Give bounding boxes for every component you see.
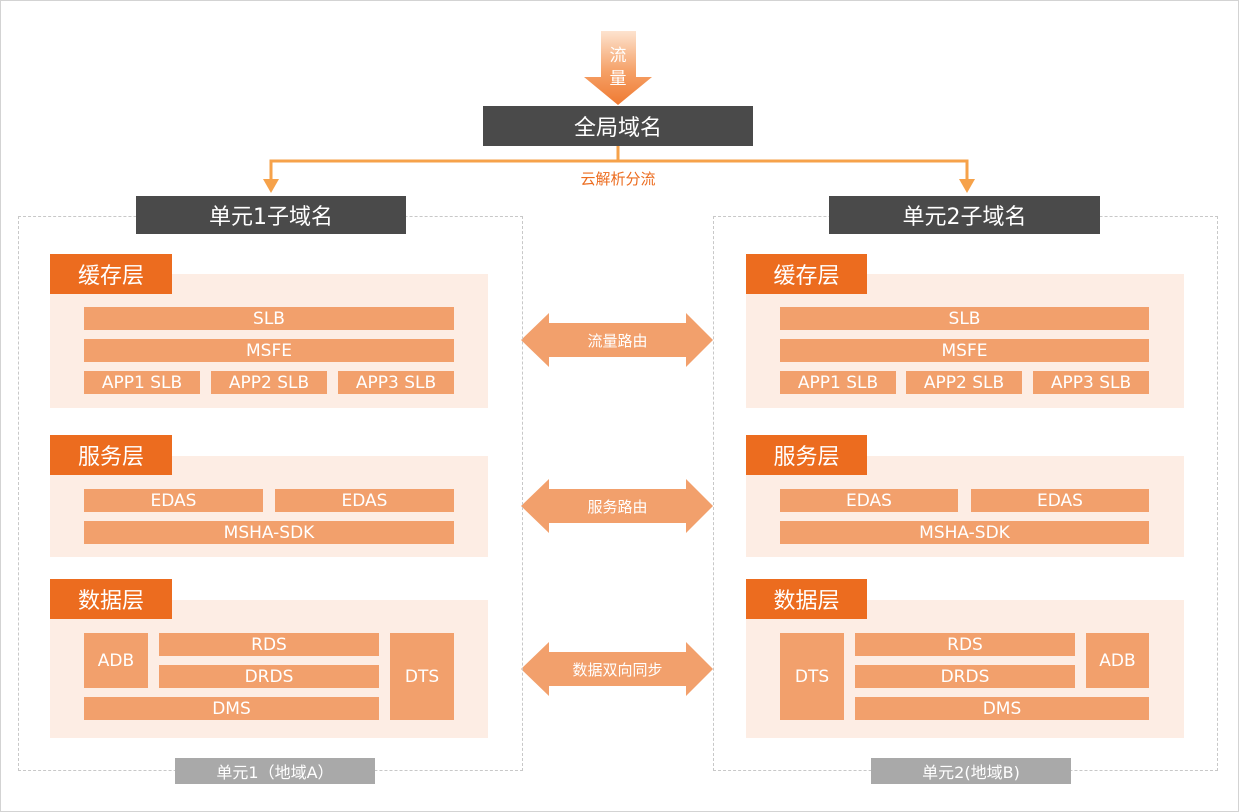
global-domain-box: 全局域名 [483,106,753,146]
data-sync-label: 数据双向同步 [572,660,663,679]
unit2-service-layer-title: 服务层 [746,435,867,475]
unit2-dms-block: DMS [855,697,1149,720]
unit2-data-layer-title: 数据层 [746,579,867,619]
unit1-service-layer-title: 服务层 [50,435,172,475]
unit2-app3-slb-block: APP3 SLB [1033,371,1149,394]
unit2-dts-block: DTS [780,633,844,720]
unit1-app2-slb-block: APP2 SLB [211,371,327,394]
unit1-rds-block: RDS [159,633,379,656]
unit2-cache-layer-title: 缓存层 [746,254,867,294]
unit2-subdomain-box: 单元2子域名 [829,196,1100,234]
unit1-slb-block: SLB [84,307,454,330]
unit1-app1-slb-block: APP1 SLB [84,371,200,394]
unit1-edas-block-1: EDAS [84,489,263,512]
unit2-adb-block: ADB [1086,633,1149,688]
unit2-msha-sdk-block: MSHA-SDK [780,521,1149,544]
split-arrow-left-icon [263,179,279,193]
service-routing-label: 服务路由 [587,497,648,516]
unit1-app3-slb-block: APP3 SLB [338,371,454,394]
unit1-cache-layer-title: 缓存层 [50,254,172,294]
unit1-subdomain-box: 单元1子域名 [136,196,406,234]
unit1-caption: 单元1（地域A） [175,758,375,784]
unit1-edas-block-2: EDAS [275,489,454,512]
unit2-caption: 单元2(地域B) [871,758,1071,784]
unit1-msfe-block: MSFE [84,339,454,362]
traffic-label: 流 量 [609,46,627,89]
unit2-drds-block: DRDS [855,665,1075,688]
unit1-msha-sdk-block: MSHA-SDK [84,521,454,544]
split-label: 云解析分流 [580,169,656,188]
unit2-app1-slb-block: APP1 SLB [780,371,896,394]
unit1-dts-block: DTS [390,633,454,720]
unit2-msfe-block: MSFE [780,339,1149,362]
unit1-data-layer-title: 数据层 [50,579,172,619]
unit2-edas-block-2: EDAS [971,489,1149,512]
unit1-dms-block: DMS [84,697,379,720]
traffic-routing-label: 流量路由 [587,331,648,350]
unit2-edas-block-1: EDAS [780,489,958,512]
unit1-drds-block: DRDS [159,665,379,688]
split-arrow-right-icon [959,179,975,193]
unit2-slb-block: SLB [780,307,1149,330]
unit1-adb-block: ADB [84,633,148,688]
unit2-app2-slb-block: APP2 SLB [906,371,1022,394]
unit2-rds-block: RDS [855,633,1075,656]
